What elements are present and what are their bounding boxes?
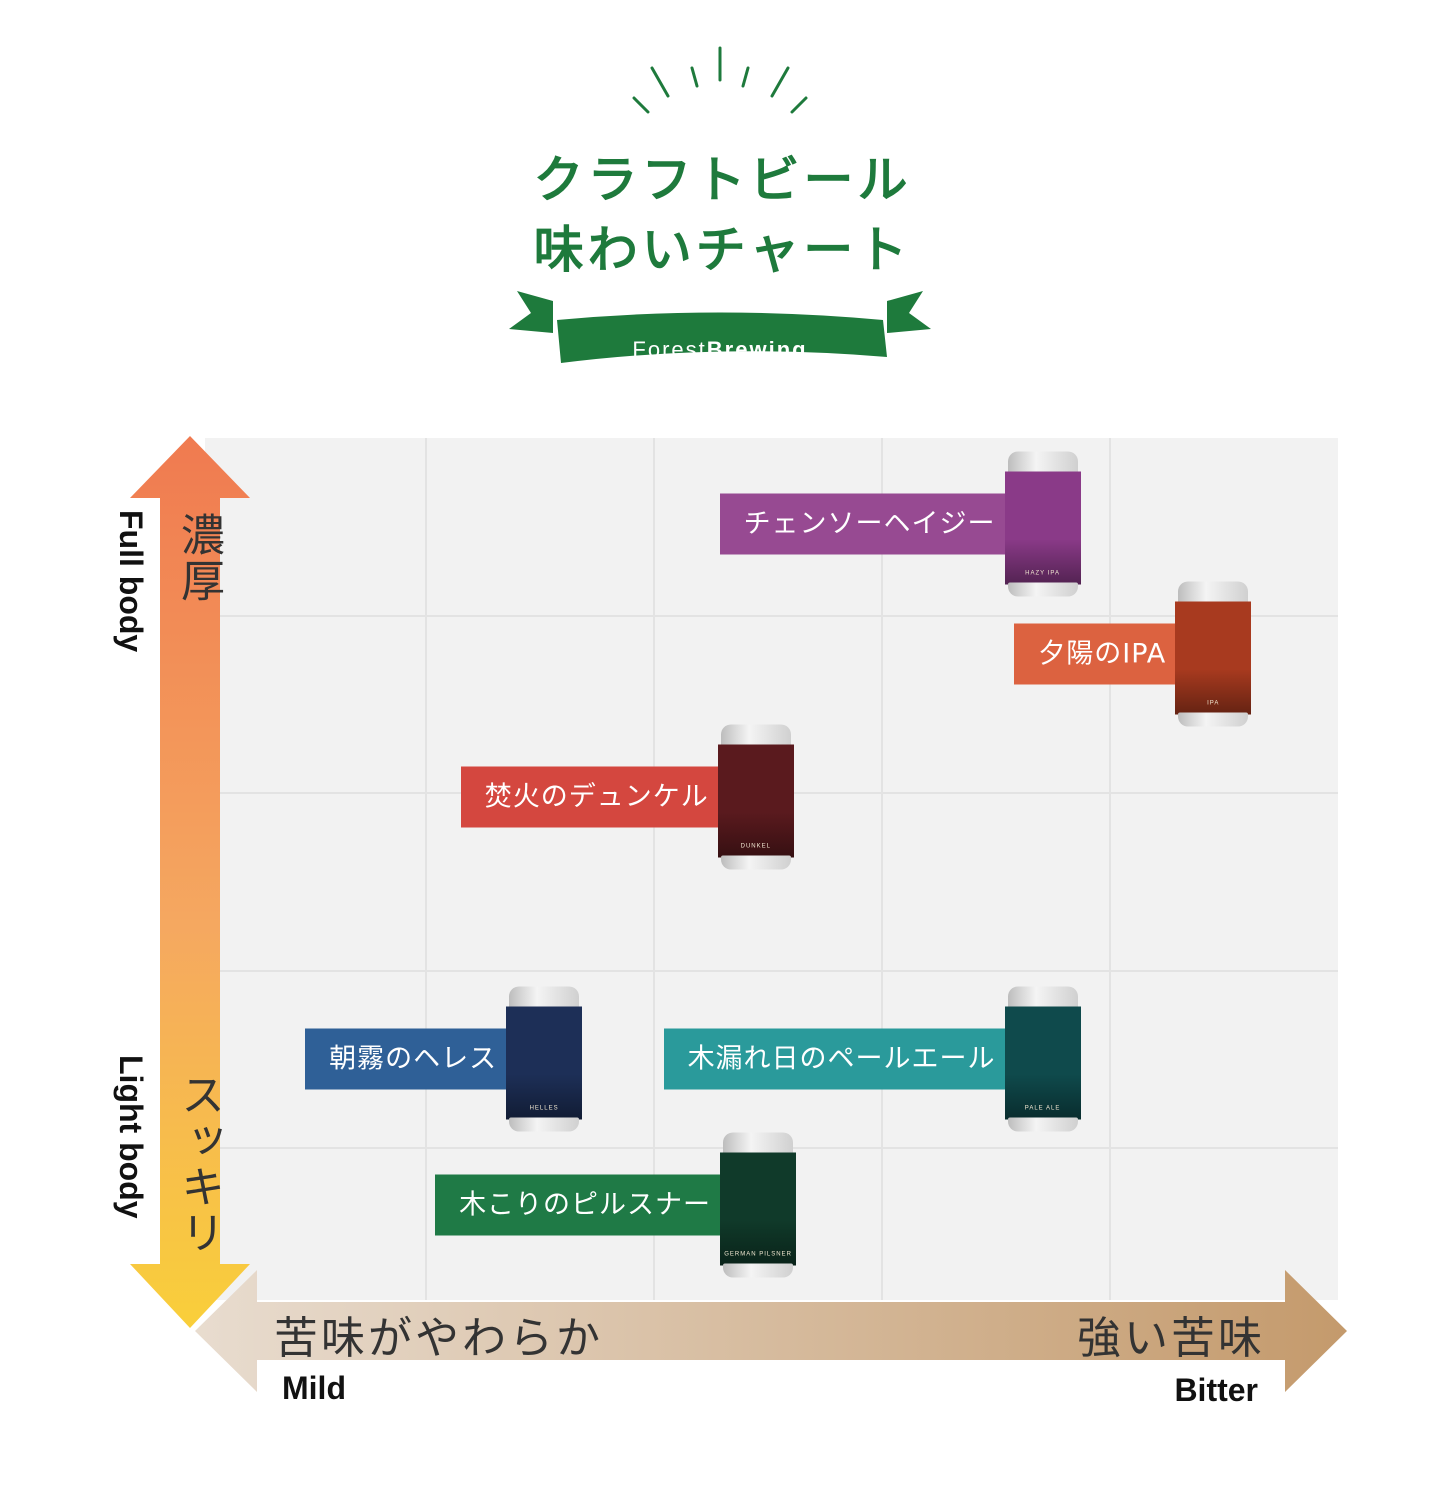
can-type-text: GERMAN PILSNER	[724, 1251, 792, 1258]
beer-can-image: GERMAN PILSNER	[720, 1132, 797, 1278]
can-type-text: DUNKEL	[740, 843, 771, 850]
beer-can-image: HELLES	[506, 986, 583, 1132]
can-label: IPA	[1175, 601, 1252, 714]
bitterness-axis-arrow	[195, 1270, 1347, 1392]
bitter-en-label: Bitter	[1174, 1372, 1258, 1408]
title-line-1: クラフトビール	[533, 151, 912, 209]
can-type-text: HELLES	[529, 1105, 559, 1112]
mild-en-label: Mild	[282, 1370, 346, 1406]
can-label: PALE ALE	[1004, 1006, 1081, 1120]
brand-ribbon	[509, 291, 931, 363]
title-line-2: 味わいチャート	[533, 221, 912, 279]
beer-can-image: HAZY IPA	[1004, 451, 1081, 597]
body-axis-arrow	[130, 436, 250, 1328]
beer-name-label: 朝霧のヘレス	[305, 1028, 512, 1090]
can-label: GERMAN PILSNER	[720, 1152, 797, 1266]
beer-name-label: 夕陽のIPA	[1014, 623, 1181, 684]
beer-name-label: 木漏れ日のペールエール	[663, 1028, 1010, 1090]
light-body-jp-label: スッキリ	[173, 1072, 224, 1256]
can-label: HELLES	[506, 1006, 583, 1120]
can-type-text: PALE ALE	[1024, 1105, 1061, 1112]
can-type-text: HAZY IPA	[1025, 570, 1060, 577]
beer-name-label: 焚火のデュンケル	[460, 766, 723, 828]
can-type-text: IPA	[1207, 700, 1220, 706]
full-body-jp-label: 濃厚	[173, 512, 224, 604]
mild-jp-label: 苦味がやわらか	[274, 1313, 603, 1364]
brand-name: ForestBrewing	[632, 337, 808, 362]
sunburst-decoration	[632, 46, 808, 114]
can-label: DUNKEL	[717, 744, 794, 858]
beer-name-label: 木こりのピルスナー	[435, 1174, 726, 1236]
beer-name-label: チェンソーヘイジー	[719, 493, 1010, 555]
light-body-en-label: Light body	[113, 1055, 149, 1219]
full-body-en-label: Full body	[113, 510, 149, 653]
beer-can-image: PALE ALE	[1004, 986, 1081, 1132]
bitter-jp-label: 強い苦味	[1077, 1313, 1265, 1364]
can-label: HAZY IPA	[1004, 471, 1081, 585]
beer-can-image: IPA	[1175, 581, 1252, 726]
beer-can-image: DUNKEL	[717, 724, 794, 870]
